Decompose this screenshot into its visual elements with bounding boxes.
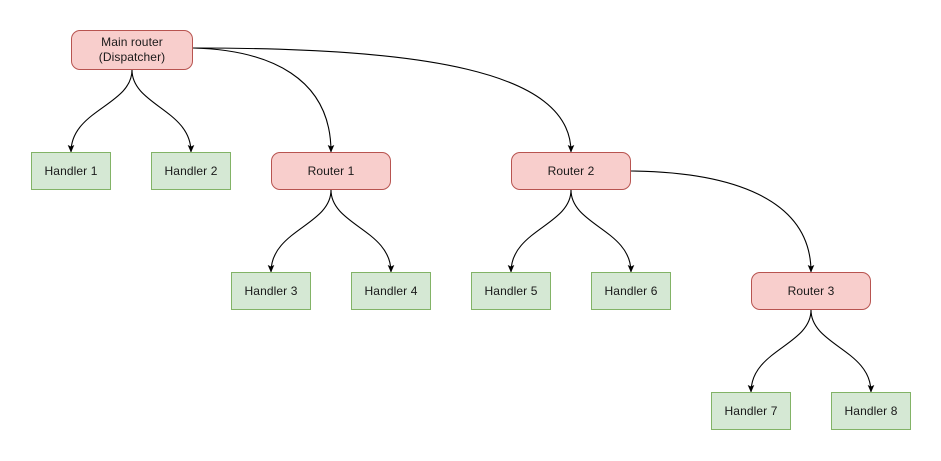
node-router-2[interactable]: Router 2	[511, 152, 631, 190]
node-router-3[interactable]: Router 3	[751, 272, 871, 310]
node-handler-6[interactable]: Handler 6	[591, 272, 671, 310]
node-handler-2[interactable]: Handler 2	[151, 152, 231, 190]
node-label: Main router (Dispatcher)	[98, 35, 166, 64]
diagram-edge	[192, 47, 335, 153]
node-label: Handler 4	[364, 283, 418, 298]
diagram-edge	[747, 309, 812, 393]
diagram-edge	[570, 189, 635, 273]
node-handler-5[interactable]: Handler 5	[471, 272, 551, 310]
node-handler-7[interactable]: Handler 7	[711, 392, 791, 430]
node-handler-3[interactable]: Handler 3	[231, 272, 311, 310]
edges-group	[67, 47, 875, 393]
diagram-edge	[267, 189, 332, 273]
node-label: Handler 7	[724, 403, 778, 418]
diagram-edge	[330, 189, 395, 273]
node-label: Handler 8	[844, 403, 898, 418]
diagram-edge	[630, 170, 815, 273]
node-label: Router 3	[787, 283, 835, 298]
diagram-edge	[192, 47, 575, 153]
node-router-1[interactable]: Router 1	[271, 152, 391, 190]
node-handler-8[interactable]: Handler 8	[831, 392, 911, 430]
node-label: Handler 5	[484, 283, 538, 298]
diagram-edge	[507, 189, 572, 273]
node-handler-1[interactable]: Handler 1	[31, 152, 111, 190]
node-main-router[interactable]: Main router (Dispatcher)	[71, 30, 193, 70]
diagram-edge	[67, 69, 133, 153]
diagram-edge	[810, 309, 875, 393]
node-label: Handler 6	[604, 283, 658, 298]
node-label: Handler 3	[244, 283, 298, 298]
diagram-edge	[131, 69, 195, 153]
node-label: Router 1	[307, 163, 355, 178]
node-label: Handler 1	[44, 163, 98, 178]
node-handler-4[interactable]: Handler 4	[351, 272, 431, 310]
node-label: Handler 2	[164, 163, 218, 178]
node-label: Router 2	[547, 163, 595, 178]
